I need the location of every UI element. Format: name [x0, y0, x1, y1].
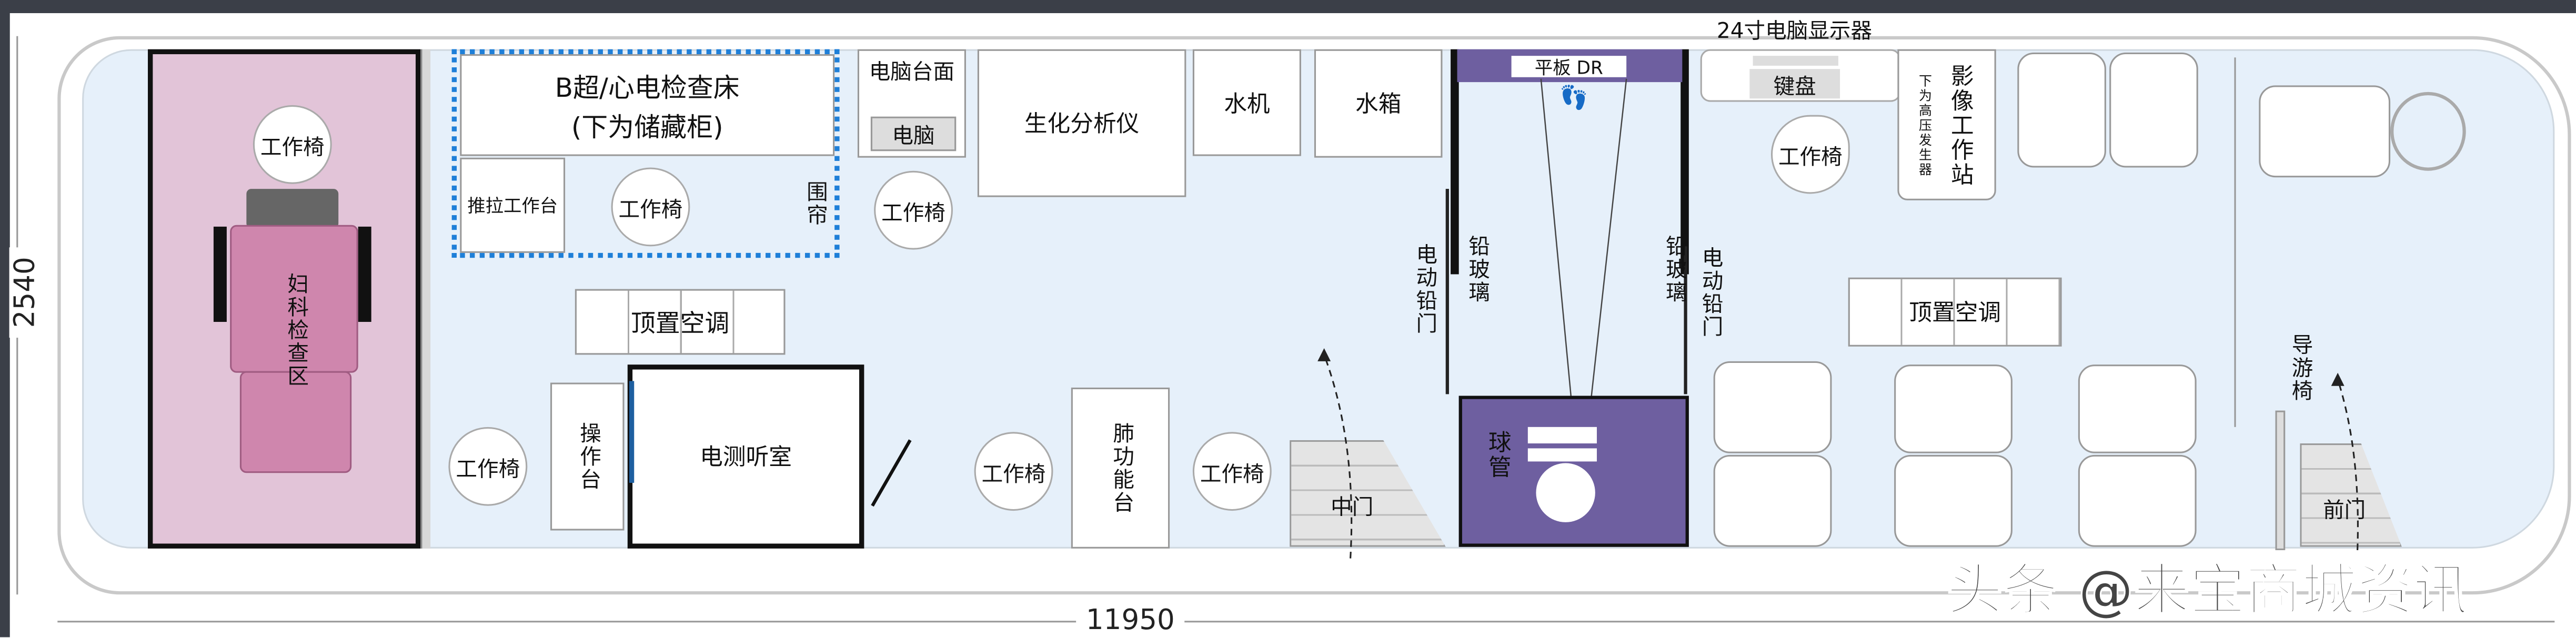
guide-seat-label: 导游椅: [2287, 333, 2312, 402]
biochem-analyzer: 生化分析仪: [977, 49, 1186, 197]
ultrasound-chair: 工作椅: [611, 167, 690, 247]
gyn-exam-label: 妇科检查区: [283, 272, 307, 388]
monitor: [1753, 56, 1838, 66]
water-machine: 水机: [1192, 49, 1301, 156]
steering-wheel: [2390, 92, 2466, 171]
dr-wall-right: [1681, 49, 1689, 275]
lung-chair: 工作椅: [974, 432, 1053, 511]
gyn-chair: 工作椅: [253, 105, 332, 184]
tube-label: 球管: [1485, 430, 1512, 480]
bed-rail-left: [213, 226, 227, 322]
front-door-arrow: [2331, 372, 2359, 551]
tube-head-2: [1527, 448, 1597, 462]
roof-ac-front: 顶置空调: [1848, 277, 2062, 347]
watermark: 头条 @来宝商城资讯: [1946, 558, 2470, 625]
water-tank: 水箱: [1314, 49, 1443, 158]
mid-chair: 工作椅: [1192, 432, 1272, 511]
lead-glass-right-label: 铅玻璃: [1661, 235, 1686, 304]
curtain-label: 围帘: [801, 180, 827, 227]
gyn-bed-lower: [239, 371, 352, 473]
audiometry-door: [871, 439, 912, 507]
roof-ac-rear: 顶置空调: [575, 289, 786, 355]
width-dimension: 2540: [9, 247, 43, 338]
passenger-seat: [1713, 361, 1832, 453]
curtain-outline: [451, 49, 840, 258]
tube-body: [1536, 463, 1595, 522]
left-border: [0, 0, 10, 637]
pc-chair: 工作椅: [874, 170, 953, 250]
console-chair: 工作椅: [448, 427, 528, 506]
keyboard: 键盘: [1749, 69, 1840, 99]
headrest: [246, 189, 339, 229]
audiometry-room: 电测听室: [627, 364, 864, 549]
lead-door-right-label: 电动铅门: [1697, 246, 1722, 339]
imaging-chair: 工作椅: [1770, 115, 1850, 194]
length-dimension-line: [57, 621, 2555, 623]
passenger-seat: [2109, 52, 2198, 168]
lead-door-left: [1445, 189, 1449, 394]
monitor-label: 24寸电脑显示器: [1716, 19, 1873, 45]
bed-sublabel: (下为储藏柜): [571, 112, 723, 143]
front-door-label: 前门: [2323, 499, 2366, 524]
workstation-note: 下为高压发生器: [1918, 73, 1933, 177]
imaging-workstation: 下为高压发生器 影像工作站: [1897, 49, 1996, 200]
passenger-seat: [2078, 364, 2197, 453]
lead-door-left-label: 电动铅门: [1411, 243, 1436, 335]
top-border: [0, 0, 2576, 13]
lead-door-right: [1684, 246, 1687, 394]
driver-seat: [2259, 85, 2391, 178]
passenger-seat: [2017, 52, 2106, 168]
flat-panel-dr: 平板 DR: [1511, 56, 1627, 78]
computer: 电脑: [870, 116, 957, 151]
lung-function-desk: 肺功能台: [1071, 387, 1170, 549]
lead-glass-left-label: 铅玻璃: [1464, 235, 1488, 304]
bed-rail-right: [358, 226, 371, 322]
bed-label: B超/心电检查床: [555, 72, 740, 104]
guide-seat: [2275, 410, 2286, 551]
console: 操作台: [550, 382, 625, 531]
slide-desk: 推拉工作台: [460, 157, 566, 253]
dr-wall-left: [1451, 49, 1459, 275]
partition: [420, 49, 431, 549]
front-partition: [2234, 57, 2236, 427]
audiometry-window: [629, 381, 635, 483]
length-dimension: 11950: [1076, 604, 1185, 637]
tube-head: [1527, 427, 1597, 444]
passenger-seat: [1713, 454, 1832, 547]
passenger-seat: [1894, 364, 2012, 453]
workstation-label: 影像工作站: [1947, 63, 1974, 187]
footprint-icon: 👣: [1559, 85, 1588, 112]
mid-door-arrow: [1317, 348, 1353, 559]
passenger-seat: [1894, 454, 2012, 547]
passenger-seat: [2078, 454, 2197, 547]
ultrasound-bed: B超/心电检查床 (下为储藏柜): [460, 54, 835, 156]
